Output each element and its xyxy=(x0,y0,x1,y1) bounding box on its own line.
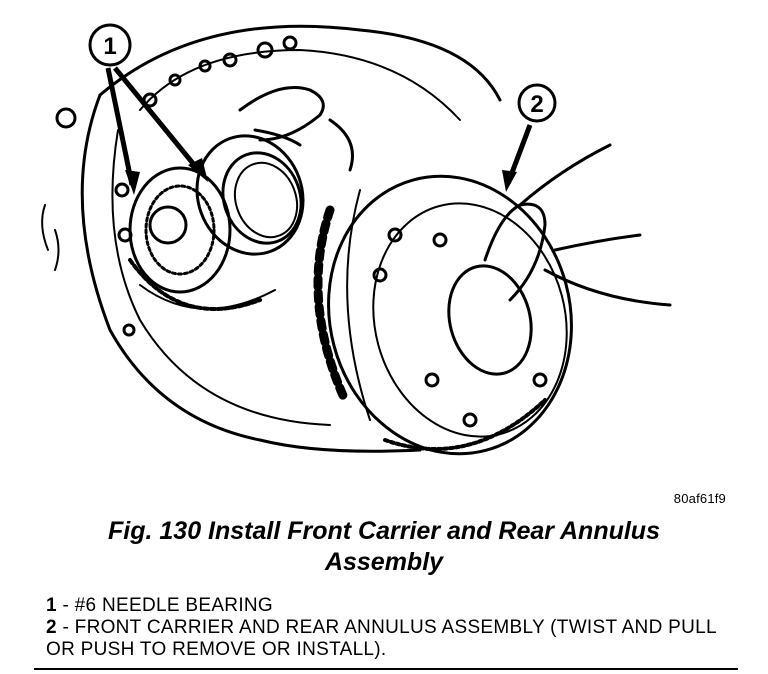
caption-line-2: Assembly xyxy=(324,548,444,576)
transmission-illustration: 1 2 xyxy=(41,23,672,456)
caption-line-1: Fig. 130 Install Front Carrier and Rear … xyxy=(108,517,660,545)
legend-item: 2 - FRONT CARRIER AND REAR ANNULUS ASSEM… xyxy=(46,617,746,661)
legend-item: 1 - #6 NEEDLE BEARING xyxy=(46,595,746,617)
callout-1-label: 1 xyxy=(103,33,116,60)
legend-text: - FRONT CARRIER AND REAR ANNULUS ASSEMBL… xyxy=(46,617,717,660)
figure-caption: Fig. 130 Install Front Carrier and Rear … xyxy=(0,516,768,578)
bottom-divider xyxy=(34,668,738,670)
callout-2-label: 2 xyxy=(530,91,543,118)
figure-code: 80af61f9 xyxy=(673,491,726,506)
legend-number: 2 xyxy=(46,617,57,638)
legend-text: - #6 NEEDLE BEARING xyxy=(56,595,273,616)
legend-number: 1 xyxy=(46,595,57,616)
legend-list: 1 - #6 NEEDLE BEARING 2 - FRONT CARRIER … xyxy=(46,595,746,661)
